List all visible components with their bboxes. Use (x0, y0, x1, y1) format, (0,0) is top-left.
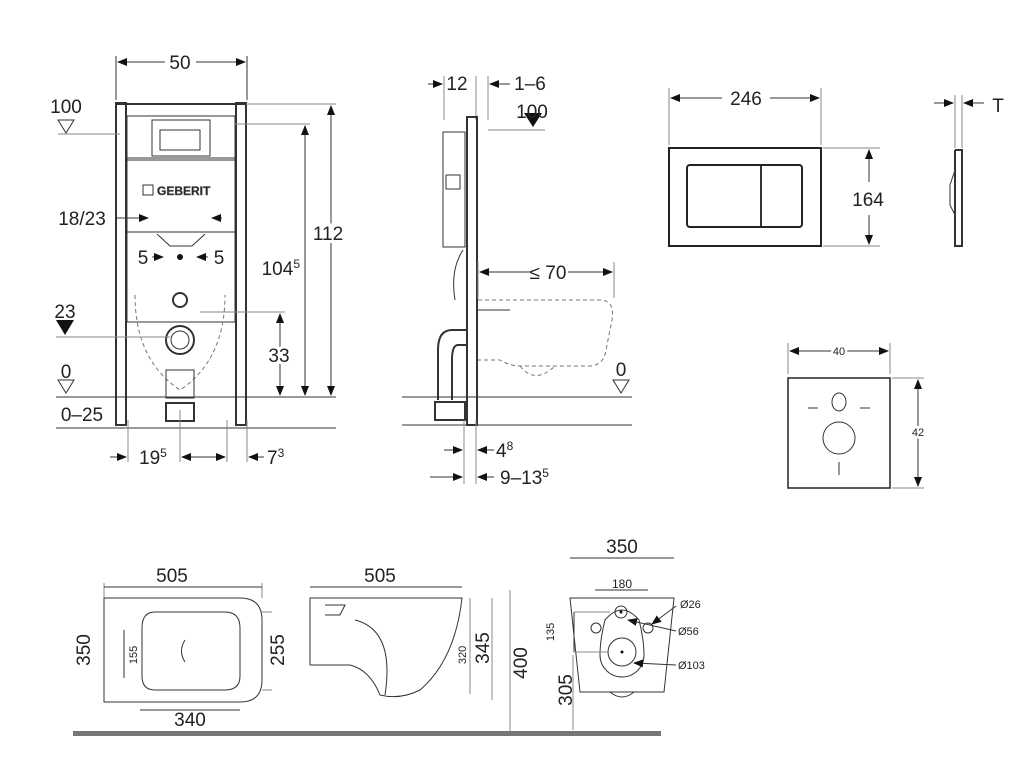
dim-pad-height: 42 (912, 427, 924, 439)
bowl-top-view: 505 350 155 255 340 (74, 566, 289, 731)
dia-103-label: Ø103 (678, 660, 705, 672)
dim-offset-left-5: 5 (138, 248, 149, 269)
dim-inner-155: 155 (128, 646, 140, 664)
dim-9-13-5: 9–135 (500, 466, 549, 489)
dim-0-25: 0–25 (61, 405, 103, 426)
dim-bowl-width-back: 350 (606, 537, 638, 558)
dim-height-345: 345 (473, 632, 494, 664)
dim-18-23: 18/23 (58, 209, 106, 230)
dim-4-8: 48 (496, 439, 514, 462)
dim-height-112: 112 (313, 224, 343, 245)
dim-max-70: ≤ 70 (530, 263, 567, 284)
bowl-back-view: 350 180 Ø26 Ø56 Ø103 135 305 (545, 537, 705, 730)
dim-offset-right-5: 5 (214, 248, 225, 269)
flush-plate-drawing: 246 164 T (668, 88, 1004, 247)
dim-bowl-width-top: 350 (74, 634, 95, 666)
bowl-side-view: 505 320 345 400 (309, 566, 532, 733)
dim-12: 12 (446, 74, 467, 95)
level-100-side: 100 (516, 102, 548, 123)
dim-height-400: 400 (511, 647, 532, 679)
geberit-logo: GEBERIT (142, 184, 211, 198)
level-23-label: 23 (54, 302, 75, 323)
dim-height-305: 305 (556, 674, 577, 706)
dim-height-33: 33 (268, 346, 289, 367)
dia-26-label: Ø26 (680, 599, 701, 611)
dia-56-label: Ø56 (678, 626, 699, 638)
dim-seat-width: 255 (268, 634, 289, 666)
dim-plate-height: 164 (852, 190, 884, 211)
dim-bowl-length-top: 505 (156, 566, 188, 587)
dim-height-135: 135 (545, 623, 557, 641)
dim-bottom-length: 340 (174, 710, 206, 731)
dim-height-320: 320 (457, 646, 469, 664)
dim-height-104-5: 1045 (262, 257, 301, 280)
dim-bolt-spacing: 180 (612, 577, 632, 591)
dim-plate-width: 246 (730, 89, 762, 110)
sound-insulation-pad: 40 42 (787, 343, 927, 489)
dim-1-6: 1–6 (514, 74, 546, 95)
floor-line (73, 731, 661, 736)
level-0-side: 0 (616, 360, 627, 381)
dim-pad-width: 40 (833, 346, 845, 358)
level-100-label: 100 (50, 97, 82, 118)
frame-side-view: 12 1–6 100 ≤ 70 0 48 9–135 (402, 74, 632, 489)
svg-text:GEBERIT: GEBERIT (157, 184, 211, 198)
dim-plate-thickness: T (992, 96, 1004, 117)
dim-width-50: 50 (169, 53, 190, 74)
frame-front-view: 50 GEBERIT 100 18/23 5 5 23 (50, 53, 346, 469)
dim-bowl-length-side: 505 (364, 566, 396, 587)
dim-19-5: 195 (139, 446, 167, 469)
level-0-label: 0 (61, 362, 72, 383)
dim-7-3: 73 (267, 446, 285, 469)
